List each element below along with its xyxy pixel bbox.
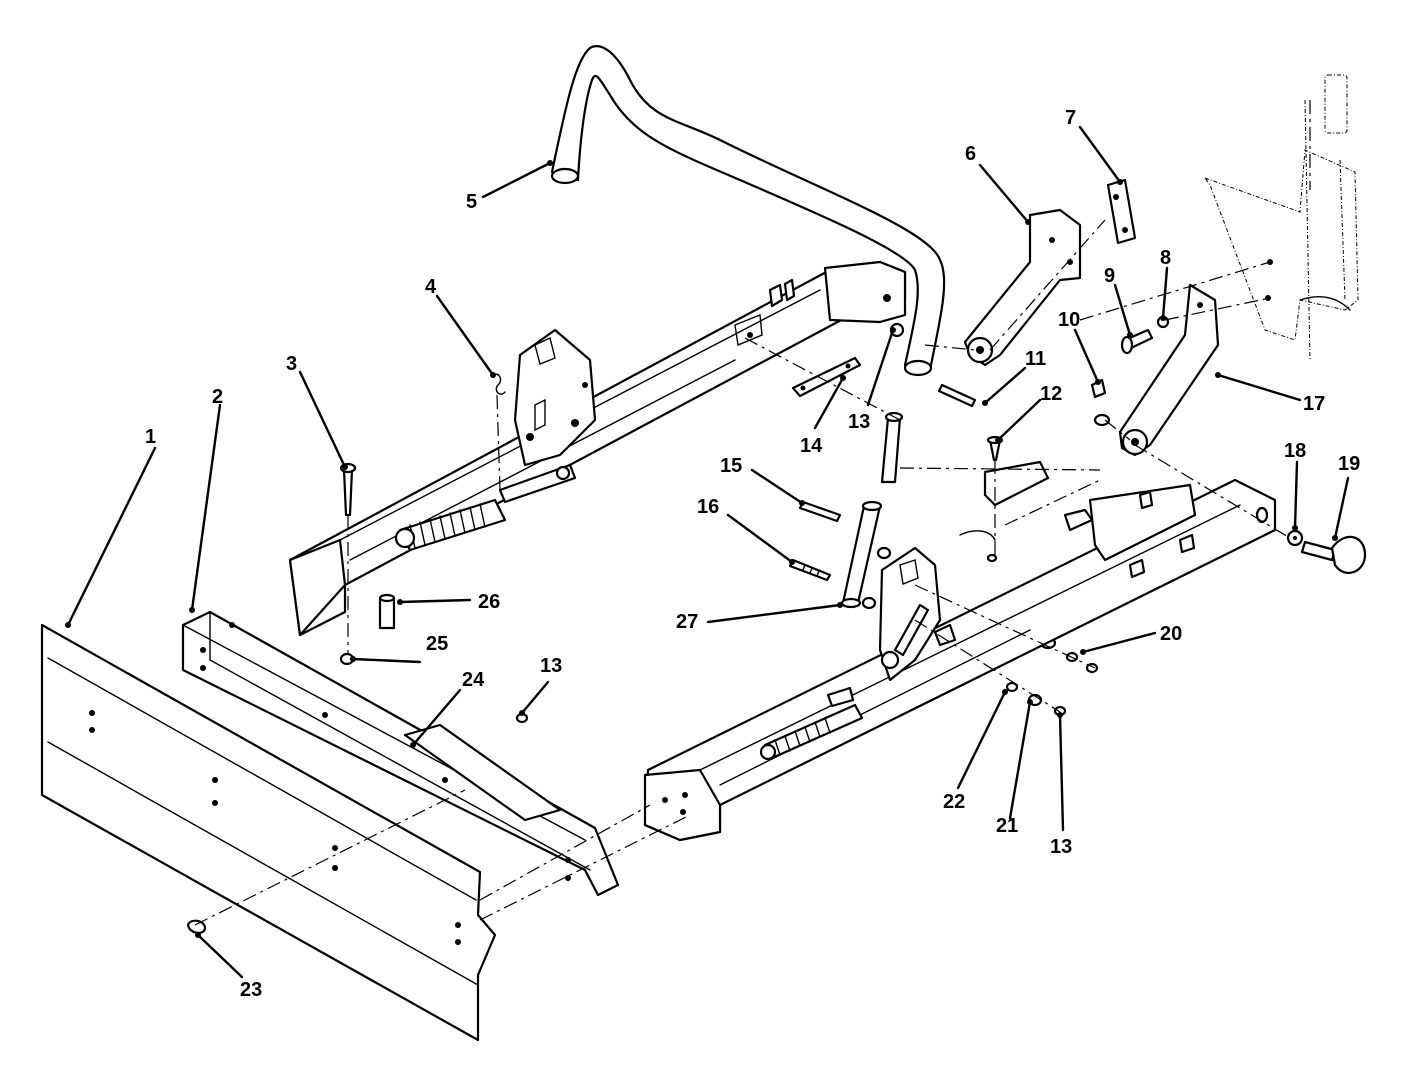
callout-4: 4 xyxy=(425,276,437,298)
front-frame-assembly xyxy=(643,460,1277,842)
callout-19: 19 xyxy=(1338,453,1360,475)
callout-12: 12 xyxy=(1040,383,1062,405)
callout-21: 21 xyxy=(996,815,1018,837)
callout-2: 2 xyxy=(212,386,223,408)
callout-13-upper: 13 xyxy=(848,411,870,433)
callout-5: 5 xyxy=(466,191,477,213)
callout-10: 10 xyxy=(1058,309,1080,331)
callout-26: 26 xyxy=(478,591,500,613)
assembly-centerlines xyxy=(194,100,1311,926)
callout-9: 9 xyxy=(1104,265,1115,287)
rear-frame-assembly xyxy=(288,260,907,637)
callout-18: 18 xyxy=(1284,440,1306,462)
lift-handle-part-5 xyxy=(550,45,946,377)
callout-8: 8 xyxy=(1160,247,1171,269)
blade-part-1 xyxy=(40,623,497,1042)
callout-6: 6 xyxy=(965,143,976,165)
tractor-mount-ghost xyxy=(1203,74,1359,361)
callout-11: 11 xyxy=(1025,348,1046,370)
blade-mount-part-2 xyxy=(181,610,620,897)
callout-20: 20 xyxy=(1160,623,1182,645)
callout-27: 27 xyxy=(676,611,698,633)
callout-14: 14 xyxy=(800,435,823,457)
callout-24: 24 xyxy=(462,669,485,691)
callout-22: 22 xyxy=(943,791,965,813)
callout-7: 7 xyxy=(1065,107,1076,129)
callout-3: 3 xyxy=(286,353,297,375)
callout-16: 16 xyxy=(697,496,719,518)
callout-17: 17 xyxy=(1303,393,1325,415)
callout-15: 15 xyxy=(720,455,742,477)
handle-tube-lower xyxy=(840,411,904,609)
callout-23: 23 xyxy=(240,979,262,1001)
callout-13-middle: 13 xyxy=(540,655,562,677)
plate-part-7 xyxy=(1106,178,1137,245)
callout-1: 1 xyxy=(145,426,156,448)
mount-bracket-part-17 xyxy=(1118,283,1220,457)
callout-13-lower: 13 xyxy=(1050,836,1072,858)
mount-bracket-part-6 xyxy=(963,208,1082,367)
callout-leaders xyxy=(65,125,1350,979)
callout-25: 25 xyxy=(426,633,448,655)
callout-labels: 1 2 3 4 5 6 7 8 9 10 11 12 13 14 15 16 1… xyxy=(145,107,1360,1001)
